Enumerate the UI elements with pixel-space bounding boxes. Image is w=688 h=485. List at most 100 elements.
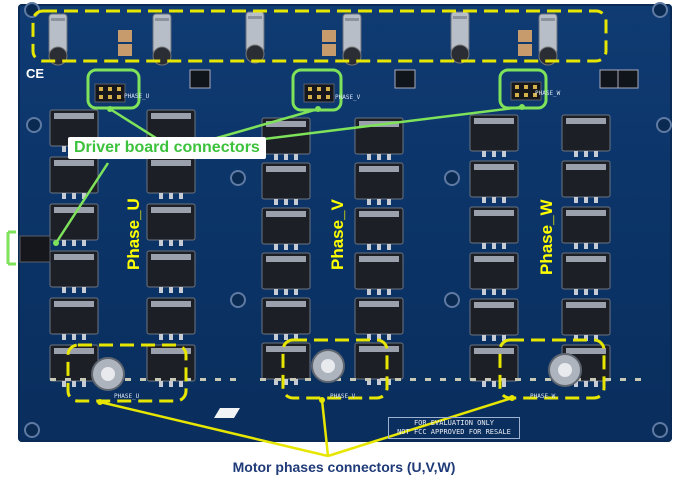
- mosfet-pin: [482, 197, 486, 203]
- mosfet-pin: [294, 244, 298, 250]
- mosfet-tab: [151, 207, 191, 213]
- mosfet-pin: [377, 379, 381, 385]
- header-connector: [94, 83, 126, 103]
- mosfet-pin: [584, 381, 588, 387]
- mosfet-pin: [179, 287, 183, 293]
- phase-v-label: Phase_V: [328, 199, 347, 270]
- mosfet-pin: [574, 197, 578, 203]
- mosfet-pin: [284, 334, 288, 340]
- mosfet-tab: [151, 113, 191, 119]
- evaluation-notice: FOR EVALUATION ONLY NOT FCC APPROVED FOR…: [388, 417, 520, 439]
- mosfet-pin: [387, 289, 391, 295]
- smd-part: [470, 378, 476, 381]
- mosfet-pin: [294, 379, 298, 385]
- silk-phase-u: PHASE_U: [124, 93, 150, 100]
- phase-arrow-head: [97, 399, 103, 405]
- header-pin: [108, 95, 112, 99]
- mosfet-pin: [367, 379, 371, 385]
- mounting-hole: [26, 117, 42, 133]
- capacitor: [322, 44, 336, 56]
- phase-arrow-head: [319, 397, 325, 403]
- mosfet-tab: [266, 121, 306, 127]
- mosfet-pin: [274, 154, 278, 160]
- mosfet-pin: [387, 379, 391, 385]
- mosfet-pin: [502, 243, 506, 249]
- mosfet-pin: [159, 193, 163, 199]
- header-pin: [524, 93, 528, 97]
- mosfet-pin: [284, 199, 288, 205]
- mosfet-pin: [574, 289, 578, 295]
- phase-arrow-line: [99, 400, 329, 458]
- mosfet-pin: [584, 151, 588, 157]
- mosfet-tab: [566, 256, 606, 262]
- mosfet-pin: [377, 199, 381, 205]
- capacitor: [118, 30, 132, 42]
- side-connector-bracket: [6, 230, 16, 266]
- mosfet-pin: [482, 289, 486, 295]
- smd-part: [410, 378, 416, 381]
- mosfet-pin: [482, 381, 486, 387]
- mosfet-tab: [54, 254, 94, 260]
- side-connector: [19, 235, 51, 263]
- mosfet-pin: [502, 335, 506, 341]
- evaluation-notice-line2: NOT FCC APPROVED FOR RESALE: [397, 428, 511, 436]
- mosfet-pin: [179, 334, 183, 340]
- mosfet-tab: [54, 301, 94, 307]
- header-pin: [99, 87, 103, 91]
- mosfet-pin: [82, 334, 86, 340]
- mosfet-pin: [72, 381, 76, 387]
- capacitor: [322, 30, 336, 42]
- post-base: [450, 44, 470, 64]
- mosfet-pin: [574, 151, 578, 157]
- mosfet-tab: [474, 164, 514, 170]
- mosfet-pin: [179, 240, 183, 246]
- smd-part: [440, 378, 446, 381]
- mosfet-tab: [474, 302, 514, 308]
- smd-part: [200, 378, 206, 381]
- mosfet-pin: [367, 289, 371, 295]
- header-pin: [308, 95, 312, 99]
- smd-part: [65, 378, 71, 381]
- mosfet-pin: [169, 334, 173, 340]
- header-pin: [117, 95, 121, 99]
- mosfet-pin: [594, 197, 598, 203]
- smd-part: [380, 378, 386, 381]
- smd-part: [185, 378, 191, 381]
- mosfet-pin: [62, 287, 66, 293]
- mosfet-tab: [266, 346, 306, 352]
- mosfet-pin: [169, 381, 173, 387]
- smd-block: [599, 69, 621, 89]
- mounting-hole: [24, 422, 40, 438]
- smd-part: [515, 378, 521, 381]
- top-power-highlight: [31, 9, 608, 63]
- mosfet-tab: [266, 211, 306, 217]
- mosfet-pin: [159, 381, 163, 387]
- mosfet-tab: [474, 256, 514, 262]
- header-pin: [108, 87, 112, 91]
- mosfet-pin: [502, 197, 506, 203]
- mosfet-pin: [482, 335, 486, 341]
- mounting-hole: [652, 422, 668, 438]
- smd-part: [275, 378, 281, 381]
- post-thread: [51, 18, 65, 21]
- mosfet-pin: [169, 240, 173, 246]
- motor-phases-connectors-caption: Motor phases connectors (U,V,W): [232, 459, 456, 475]
- mosfet-pin: [72, 334, 76, 340]
- header-pin: [326, 95, 330, 99]
- post-thread: [155, 18, 169, 21]
- mosfet-pin: [574, 381, 578, 387]
- phase-arrow-line: [320, 399, 330, 457]
- header-pin: [524, 85, 528, 89]
- mosfet-pin: [502, 289, 506, 295]
- mosfet-tab: [54, 113, 94, 119]
- mosfet-pin: [294, 334, 298, 340]
- mosfet-pin: [294, 289, 298, 295]
- smd-part: [260, 378, 266, 381]
- smd-part: [155, 378, 161, 381]
- header-pin: [308, 87, 312, 91]
- mosfet-pin: [72, 287, 76, 293]
- phase-u-label: Phase_U: [124, 198, 143, 270]
- phase-arrow-head: [509, 395, 515, 401]
- mounting-hole: [656, 117, 672, 133]
